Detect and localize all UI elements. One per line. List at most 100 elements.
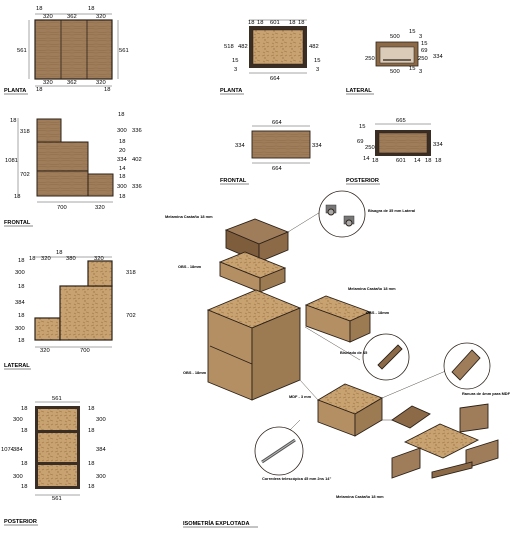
posterior-left-left-dim-4: 1074 <box>1 447 15 453</box>
posterior-right-bottom-dim-5: 18 <box>435 158 441 164</box>
view-posterior-left: 561 561 18 300 18 1074 384 18 300 18 18 … <box>1 396 106 526</box>
lateral-right-top-dim-2: 15 <box>409 29 415 35</box>
frontal-left-right-dim-1: 18 <box>118 112 124 118</box>
frontal-left-right-dim-12: 18 <box>119 194 125 200</box>
callout-melamine-mid: Melamina Castaño 18 mm <box>348 286 396 291</box>
lateral-right-caption: LATERAL <box>346 88 372 94</box>
planta-right-top-dim-2: 18 <box>257 20 263 26</box>
frontal-left-caption: FRONTAL <box>4 220 31 226</box>
callout-melamine-bottom: Melamina Castaño 18 mm <box>336 494 384 499</box>
posterior-right-top-dim: 665 <box>396 118 406 124</box>
lateral-right-right-dim-2: 69 <box>421 48 427 54</box>
planta-left-side-dim: 561 <box>17 48 27 54</box>
frontal-left-right-dim-7: 402 <box>132 157 142 163</box>
posterior-right-bottom-dim-4: 18 <box>425 158 431 164</box>
posterior-left-top-dim: 561 <box>52 396 62 402</box>
frontal-left-left-dim-2: 318 <box>20 129 30 135</box>
posterior-right-left-dim-1: 15 <box>359 124 365 130</box>
lateral-left-bottom-dim-1: 320 <box>40 348 50 354</box>
posterior-left-left-dim-6: 18 <box>21 461 27 467</box>
posterior-right-right-dim: 334 <box>433 142 443 148</box>
callout-rail-note: Corredera telescópica 45 mm 2ns 14" <box>262 476 331 481</box>
planta-right-right-dim-3: 3 <box>316 67 319 73</box>
planta-right-right-dim-2: 15 <box>314 58 320 64</box>
posterior-left-left-dim-1: 18 <box>21 406 27 412</box>
lateral-right-right-dim-3: 334 <box>433 54 443 60</box>
frontal-left-right-dim-8: 14 <box>119 166 126 172</box>
lateral-right-bottom-dim-1: 500 <box>390 69 400 75</box>
frontal-left-right-dim-3: 336 <box>132 128 142 134</box>
posterior-right-bottom-dim-3: 14 <box>414 158 421 164</box>
posterior-left-bottom-dim: 561 <box>52 496 62 502</box>
frontal-left-left-dim-5: 18 <box>14 194 20 200</box>
frontal-left-right-dim-5: 20 <box>119 148 125 154</box>
lateral-left-right-dim-1: 318 <box>126 270 136 276</box>
posterior-left-right-dim-3: 18 <box>88 428 94 434</box>
callout-mdf: MDF - 3 mm <box>289 394 312 399</box>
posterior-right-caption: POSTERIOR <box>346 178 379 184</box>
planta-right-left-dim-4: 3 <box>234 67 237 73</box>
planta-right-right-dim-1: 482 <box>309 44 319 50</box>
planta-left-top-dim-1: 18 <box>36 6 42 12</box>
planta-right-top-dim-4: 18 <box>289 20 295 26</box>
lateral-left-caption: LATERAL <box>4 363 30 369</box>
frontal-left-left-dim-1: 18 <box>10 118 16 124</box>
view-lateral-left: 18 320 18 380 320 18 300 18 384 18 300 1… <box>4 250 136 370</box>
posterior-left-right-dim-5: 18 <box>88 461 94 467</box>
view-planta-left: 18 320 362 18 320 561 561 18 320 362 320… <box>4 6 129 95</box>
planta-right-left-dim-3: 15 <box>232 58 238 64</box>
frontal-right-right-dim: 334 <box>312 143 322 149</box>
view-lateral-right: 500 15 3 15 69 334 250 250 500 15 3 LATE… <box>346 29 443 95</box>
callout-melamine-top: Melamina Castaño 18 mm <box>165 214 213 219</box>
posterior-left-left-dim-7: 300 <box>13 474 23 480</box>
isometric-exploded-view <box>206 190 499 479</box>
lateral-right-left-dim: 250 <box>365 56 375 62</box>
lateral-right-inner-dim: 250 <box>418 56 428 62</box>
lateral-left-left-dim-4: 384 <box>15 300 25 306</box>
planta-left-bottom-dim-5: 18 <box>104 87 110 93</box>
posterior-left-right-dim-4: 384 <box>96 447 106 453</box>
planta-left-bottom-dim-1: 18 <box>36 87 42 93</box>
callout-slot-note: Ranura de 4mm para MDF <box>462 391 511 396</box>
posterior-right-left-dim-4: 14 <box>363 156 370 162</box>
planta-right-left-dim-1: 518 <box>224 44 234 50</box>
lateral-left-bottom-dim-2: 700 <box>80 348 90 354</box>
lateral-left-right-dim-2: 702 <box>126 313 136 319</box>
planta-right-bottom-dim: 664 <box>270 76 280 82</box>
frontal-left-left-dim-3: 1081 <box>5 158 18 164</box>
view-frontal-left: 18 318 1081 702 18 18 300 336 18 20 334 … <box>4 112 142 227</box>
lateral-left-left-dim-5: 18 <box>18 313 24 319</box>
frontal-left-right-dim-6: 334 <box>117 157 127 163</box>
posterior-left-left-dim-2: 300 <box>13 417 23 423</box>
callout-osb-box: OBS - 18mm <box>366 310 390 315</box>
posterior-right-left-dim-3: 250 <box>365 145 375 151</box>
planta-right-top-dim-3: 601 <box>270 20 280 26</box>
posterior-left-right-dim-2: 300 <box>96 417 106 423</box>
frontal-left-bottom-dim-2: 320 <box>95 205 105 211</box>
frontal-left-bottom-dim-1: 700 <box>57 205 67 211</box>
lateral-right-right-dim-1: 15 <box>421 41 427 47</box>
frontal-left-left-dim-4: 702 <box>20 172 30 178</box>
planta-right-top-dim-1: 18 <box>248 20 254 26</box>
lateral-left-top-dim-1: 18 <box>29 256 35 262</box>
planta-left-bottom-dim-2: 320 <box>43 80 53 86</box>
planta-left-caption: PLANTA <box>4 88 26 94</box>
isometric-title: ISOMETRÍA EXPLOTADA <box>183 519 250 527</box>
lateral-left-top-dim-5: 320 <box>94 256 104 262</box>
lateral-left-left-dim-2: 300 <box>15 270 25 276</box>
frontal-left-right-dim-9: 18 <box>119 174 125 180</box>
lateral-right-bottom-dim-3: 3 <box>419 69 422 75</box>
planta-right-top-dim-5: 18 <box>298 20 304 26</box>
lateral-left-top-dim-2: 320 <box>41 256 51 262</box>
planta-left-bottom-dim-3: 362 <box>67 80 77 86</box>
frontal-left-right-dim-11: 336 <box>132 184 142 190</box>
posterior-left-right-dim-1: 18 <box>88 406 94 412</box>
posterior-right-bottom-dim-1: 18 <box>372 158 378 164</box>
planta-left-top-dim-5: 320 <box>96 14 106 20</box>
posterior-left-right-dim-6: 300 <box>96 474 106 480</box>
posterior-left-left-dim-3: 18 <box>21 428 27 434</box>
posterior-left-caption: POSTERIOR <box>4 519 37 525</box>
posterior-left-right-dim-7: 18 <box>88 484 94 490</box>
frontal-right-bottom-dim: 664 <box>272 166 282 172</box>
